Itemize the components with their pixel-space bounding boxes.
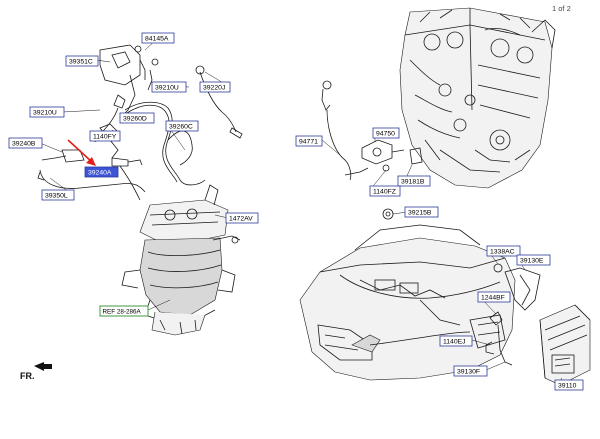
callout-84145A[interactable]: 84145A xyxy=(141,32,175,44)
front-direction-label: FR. xyxy=(20,371,35,381)
svg-text:39351C: 39351C xyxy=(69,59,93,66)
callout-39215B[interactable]: 39215B xyxy=(404,206,439,218)
ecu-bracket-assembly xyxy=(485,263,591,386)
callout-1140EJ[interactable]: 1140EJ xyxy=(439,335,473,347)
svg-text:94750: 94750 xyxy=(376,131,395,138)
svg-text:39240A: 39240A xyxy=(88,170,112,177)
svg-text:39130E: 39130E xyxy=(520,258,544,265)
callout-39130E[interactable]: 39130E xyxy=(516,254,551,266)
svg-text:39110: 39110 xyxy=(558,383,577,390)
svg-text:1140EJ: 1140EJ xyxy=(443,339,466,346)
svg-text:1472AV: 1472AV xyxy=(229,216,253,223)
svg-text:39260D: 39260D xyxy=(123,116,147,123)
callout-39110[interactable]: 39110 xyxy=(554,379,584,391)
callout-1338AC[interactable]: 1338AC xyxy=(486,245,521,257)
svg-text:39215B: 39215B xyxy=(408,210,432,217)
svg-text:39210U: 39210U xyxy=(155,85,179,92)
svg-text:39260C: 39260C xyxy=(169,124,193,131)
highlight-arrow xyxy=(67,139,96,166)
svg-text:39210U: 39210U xyxy=(33,110,57,117)
engine-block xyxy=(399,7,556,189)
callout-39240A[interactable]: 39240A xyxy=(84,166,119,178)
callout-39240B[interactable]: 39240B xyxy=(8,137,43,149)
callout-39351C[interactable]: 39351C xyxy=(65,55,99,67)
svg-text:39181B: 39181B xyxy=(401,179,425,186)
callout-1472AV[interactable]: 1472AV xyxy=(225,212,259,224)
svg-text:1338AC: 1338AC xyxy=(490,249,515,256)
svg-text:REF 28-286A: REF 28-286A xyxy=(103,308,142,315)
exhaust-manifold-assembly xyxy=(121,184,241,336)
callout-94771[interactable]: 94771 xyxy=(295,135,323,147)
vehicle-illustration xyxy=(299,224,516,381)
svg-text:39220J: 39220J xyxy=(203,85,225,92)
svg-text:1140FY: 1140FY xyxy=(93,134,117,141)
callout-39220J[interactable]: 39220J xyxy=(199,81,231,93)
callout-1140FZ[interactable]: 1140FZ xyxy=(369,185,401,197)
callout-1244BF[interactable]: 1244BF xyxy=(477,291,511,303)
page-indicator: 1 of 2 xyxy=(552,4,571,13)
callout-39210U-top[interactable]: 39210U xyxy=(151,81,187,93)
callout-39210U-left[interactable]: 39210U xyxy=(29,106,65,118)
sensor-94771-assembly xyxy=(321,80,423,220)
callout-39350L[interactable]: 39350L xyxy=(41,189,75,201)
callout-39260C[interactable]: 39260C xyxy=(165,120,199,132)
callout-1140FY[interactable]: 1140FY xyxy=(89,130,121,142)
callout-39181B[interactable]: 39181B xyxy=(397,175,431,187)
callout-39260D[interactable]: 39260D xyxy=(119,112,155,124)
svg-text:39240B: 39240B xyxy=(12,141,36,148)
svg-text:94771: 94771 xyxy=(299,139,318,146)
svg-text:39130F: 39130F xyxy=(457,369,480,376)
svg-text:39350L: 39350L xyxy=(45,193,68,200)
callout-ref-28-286A[interactable]: REF 28-286A xyxy=(99,305,149,317)
svg-text:84145A: 84145A xyxy=(145,36,169,43)
front-arrow-icon xyxy=(34,362,52,371)
callout-39130F[interactable]: 39130F xyxy=(453,365,488,377)
svg-text:1140FZ: 1140FZ xyxy=(373,189,396,196)
callout-94750[interactable]: 94750 xyxy=(372,127,400,139)
svg-text:1244BF: 1244BF xyxy=(481,295,505,302)
